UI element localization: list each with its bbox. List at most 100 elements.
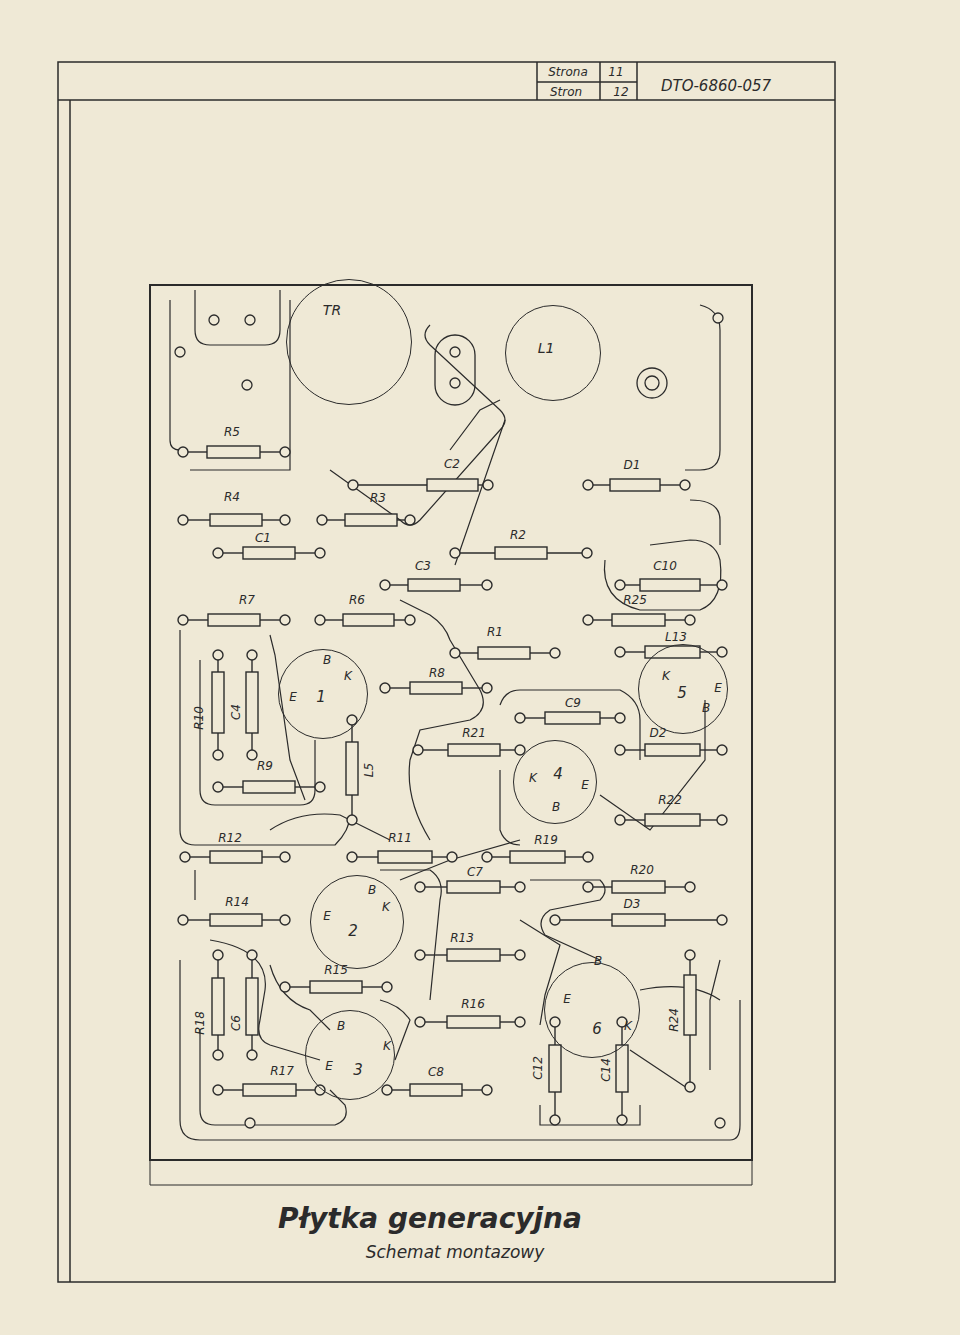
- pad: [482, 683, 492, 693]
- pin-label: K: [529, 772, 537, 784]
- lead: [251, 960, 252, 978]
- component-symbol: [317, 514, 415, 526]
- component-symbol: [615, 646, 727, 658]
- trace: [270, 965, 410, 1060]
- hole: [713, 313, 723, 323]
- frame-line: [58, 99, 835, 101]
- pad: [213, 950, 223, 960]
- component-body: [246, 672, 258, 733]
- pin-label: B: [337, 1020, 345, 1032]
- pin-label: K: [383, 1040, 391, 1052]
- pad: [515, 882, 525, 892]
- lead: [262, 519, 280, 520]
- pad: [247, 750, 257, 760]
- pad: [482, 852, 492, 862]
- frame-line: [536, 62, 538, 100]
- component-body: [346, 742, 358, 795]
- component-label: 2: [348, 924, 358, 939]
- part-name: R3: [369, 492, 387, 504]
- component-symbol: [450, 647, 560, 659]
- component-symbol: [583, 479, 690, 491]
- lead: [689, 1035, 690, 1082]
- component-symbol: [212, 950, 224, 1060]
- caption: Schemat montazowy: [366, 1242, 545, 1262]
- component-label: 4: [553, 767, 563, 782]
- component-body: [410, 1084, 462, 1096]
- transistor-outline: 5KEB: [638, 644, 728, 734]
- trace: [180, 630, 350, 845]
- component-body: [612, 914, 665, 926]
- pad: [380, 580, 390, 590]
- lead: [394, 619, 405, 620]
- sheet-label: DTO-6860-057: [660, 79, 772, 94]
- lead: [325, 619, 343, 620]
- lead: [600, 717, 615, 718]
- lead: [621, 1092, 622, 1115]
- component-symbol: [615, 814, 727, 826]
- component-symbol: [213, 781, 325, 793]
- lead: [425, 886, 447, 887]
- component-symbol: [583, 881, 695, 893]
- pad: [617, 1115, 627, 1125]
- lead: [560, 919, 612, 920]
- component-symbol: [549, 1017, 561, 1125]
- pin-label: E: [581, 779, 589, 791]
- lead: [432, 856, 447, 857]
- trace: [195, 290, 280, 345]
- lead: [500, 1021, 515, 1022]
- hole: [450, 347, 460, 357]
- transistor-outline: 6BEK: [544, 962, 640, 1058]
- component-body: [545, 712, 600, 724]
- hole: [175, 347, 185, 357]
- lead: [217, 1035, 218, 1050]
- component-symbol: [246, 650, 258, 760]
- pad: [450, 548, 460, 558]
- part-name: C10: [652, 560, 678, 572]
- component-body: [645, 744, 700, 756]
- pad: [415, 882, 425, 892]
- lead: [260, 619, 280, 620]
- component-body: [208, 614, 260, 626]
- component-body: [448, 744, 500, 756]
- lead: [190, 856, 210, 857]
- pad: [178, 515, 188, 525]
- pad: [247, 650, 257, 660]
- part-name: R16: [460, 998, 486, 1010]
- pad: [317, 515, 327, 525]
- lead: [223, 1089, 243, 1090]
- lead: [593, 619, 612, 620]
- part-name: L13: [664, 631, 688, 643]
- pad: [583, 480, 593, 490]
- component-symbol: [178, 514, 290, 526]
- lead: [251, 733, 252, 750]
- lead: [554, 1092, 555, 1115]
- pad: [280, 915, 290, 925]
- component-body: [447, 949, 500, 961]
- pad: [717, 647, 727, 657]
- component-body: [645, 646, 700, 658]
- lead: [689, 960, 690, 975]
- component-symbol: [212, 650, 224, 760]
- hole: [715, 1118, 725, 1128]
- component-symbol: [515, 712, 625, 724]
- lead: [390, 584, 408, 585]
- lead: [700, 584, 717, 585]
- pin-label: E: [289, 691, 297, 703]
- part-name: C9: [564, 697, 582, 709]
- pad: [315, 782, 325, 792]
- pad: [382, 982, 392, 992]
- part-name: R4: [223, 491, 241, 503]
- pad: [615, 745, 625, 755]
- pin-label: K: [662, 670, 670, 682]
- transistor-outline: 4KEB: [513, 740, 597, 824]
- pad: [347, 715, 357, 725]
- pin-label: K: [624, 1020, 632, 1032]
- pad: [280, 982, 290, 992]
- component-symbol: [583, 614, 695, 626]
- component-body: [212, 978, 224, 1035]
- part-name: R13: [449, 932, 475, 944]
- trace: [270, 814, 441, 1000]
- hole: [209, 315, 219, 325]
- trace-outlines: [170, 290, 740, 1140]
- lead: [390, 687, 410, 688]
